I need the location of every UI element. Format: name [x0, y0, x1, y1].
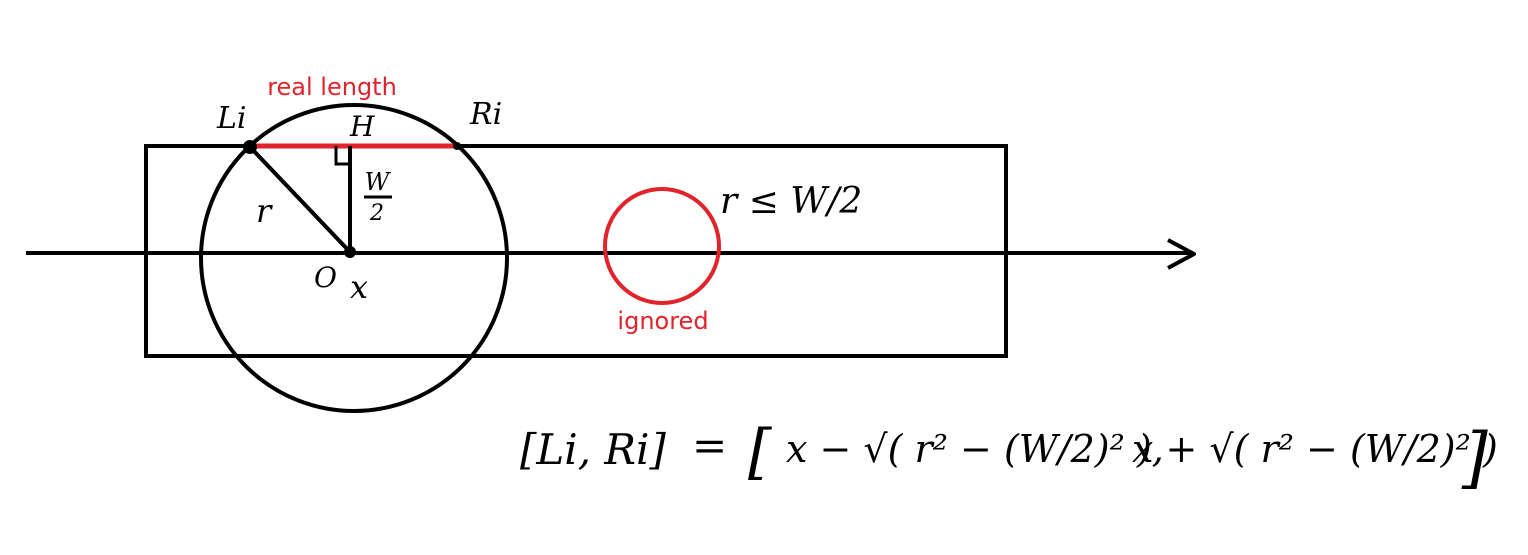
point-center [344, 246, 356, 258]
formula-lhs: [Li, Ri] [520, 425, 666, 474]
half-width-denominator: 2 [369, 201, 384, 226]
right-point-label: Ri [469, 97, 502, 132]
center-position-label: x [350, 268, 368, 306]
radius-label: r [256, 192, 273, 230]
formula-rhs-open: [ [748, 417, 772, 487]
ignored-circle [603, 187, 721, 305]
point-ri [453, 142, 461, 150]
formula-rhs-close: ] [1461, 419, 1488, 496]
right-angle-mark [334, 146, 350, 166]
main-circle [199, 103, 509, 413]
axis-arrowhead [1167, 238, 1196, 270]
formula-equals: = [692, 421, 727, 470]
point-li [243, 140, 257, 154]
radius-line [248, 145, 352, 254]
left-point-label: Li [216, 101, 247, 136]
radius-condition-label: r ≤ W/2 [720, 181, 862, 222]
half-width-numerator: W [365, 168, 392, 196]
foot-point-label: H [349, 110, 375, 143]
formula-term-right: x + √( r² − (W/2)² ) [1132, 427, 1498, 471]
formula-term-left: x − √( r² − (W/2)² ), [786, 427, 1164, 471]
interval-formula: [Li, Ri] = [ x − √( r² − (W/2)² ), x + √… [520, 417, 1498, 496]
center-label: O [314, 261, 337, 294]
ignored-label: ignored [617, 307, 708, 335]
real-length-label: real length [267, 73, 397, 101]
